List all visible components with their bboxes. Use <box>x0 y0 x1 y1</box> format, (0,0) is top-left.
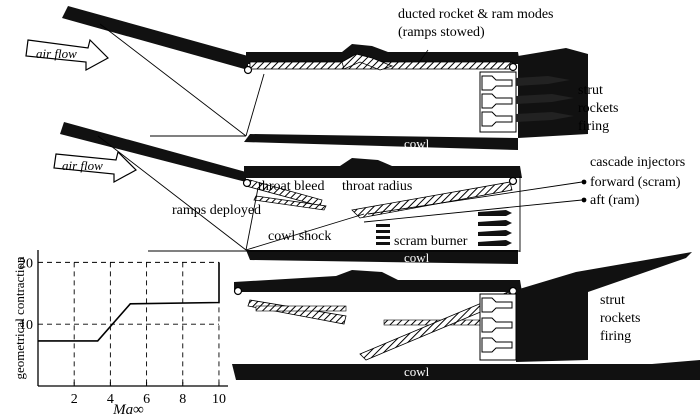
label-cascade-injectors: cascade injectors <box>590 155 685 170</box>
chart-x-tick-label: 6 <box>143 392 150 407</box>
bottom-cowl <box>232 360 700 380</box>
diagram-labels: ducted rocket & ram modes (ramps stowed)… <box>172 7 685 379</box>
label-throat-bleed: throat bleed <box>258 179 324 194</box>
label-strut-top-2: rockets <box>578 101 618 116</box>
mid-forebody <box>60 122 246 182</box>
bottom-bleed-1 <box>255 305 347 312</box>
label-scram-burner: scram burner <box>394 234 468 249</box>
chart-x-tick-label: 10 <box>212 392 226 407</box>
top-ramp-hump <box>341 53 394 71</box>
label-ducted-modes-2: (ramps stowed) <box>398 25 485 40</box>
label-ramps-deployed: ramps deployed <box>172 203 261 218</box>
mid-aft-injectors <box>478 210 512 246</box>
label-throat-radius: throat radius <box>342 179 412 194</box>
air-flow-arrow-mid: air flow <box>53 150 137 184</box>
mid-throat-bleed <box>253 195 327 211</box>
label-strut-top-1: strut <box>578 83 603 98</box>
label-strut-bot-1: strut <box>600 293 625 308</box>
mid-ramp-deployed-rear <box>351 181 513 219</box>
engine-mid <box>60 122 587 264</box>
bottom-ramp-front <box>247 299 347 325</box>
mid-upper-wall <box>244 158 522 178</box>
chart-x-tick-label: 2 <box>71 392 78 407</box>
label-strut-top-3: firing <box>578 119 609 134</box>
label-cowl-shock: cowl shock <box>268 229 331 244</box>
label-aft-ram: aft (ram) <box>590 193 640 208</box>
mid-shock-line-1 <box>97 135 247 251</box>
top-hinge-rear <box>508 62 518 72</box>
top-leader-line <box>417 49 429 65</box>
engine-top <box>62 6 588 150</box>
top-shock-line-1 <box>99 23 247 137</box>
label-cowl-bot: cowl <box>404 364 430 379</box>
top-hinge-front <box>243 65 253 75</box>
aft-injector-dot <box>581 197 587 203</box>
label-cowl-mid: cowl <box>404 250 430 265</box>
air-flow-label-top: air flow <box>36 46 77 61</box>
mid-hinge-rear <box>508 176 518 186</box>
bottom-hinge-front <box>233 286 243 296</box>
mid-shock-line-2 <box>245 187 259 251</box>
chart-y-axis-label: geometrical contraction <box>12 256 27 380</box>
chart-series-line <box>38 262 220 342</box>
bottom-upper-wall <box>234 270 522 292</box>
cowl-shock-line <box>245 213 365 251</box>
chart-x-tick-label: 4 <box>107 392 114 407</box>
bottom-rocket-nozzles <box>481 297 513 353</box>
top-shock-line-2 <box>245 73 265 137</box>
label-strut-bot-2: rockets <box>600 311 640 326</box>
top-upper-wall <box>246 44 520 64</box>
mid-cowl <box>246 250 518 264</box>
chart-y-tick-label: 10 <box>19 318 33 333</box>
top-exhaust-plumes <box>516 76 574 122</box>
cascade-leader-forward <box>367 181 583 215</box>
chart-x-axis-label: Ma∞ <box>112 402 144 418</box>
top-rocket-nozzles <box>481 75 513 127</box>
chart-x-tick-label: 8 <box>179 392 186 407</box>
bottom-hinge-rear <box>508 286 518 296</box>
chart-y-tick-label: 20 <box>19 256 33 271</box>
label-ducted-modes-1: ducted rocket & ram modes <box>398 7 554 22</box>
bottom-aft-block <box>516 252 692 362</box>
cascade-leader-aft <box>363 199 583 223</box>
engine-bottom <box>232 252 700 380</box>
label-strut-bot-3: firing <box>600 329 631 344</box>
air-flow-arrow-top: air flow <box>25 38 109 72</box>
top-forebody <box>62 6 248 70</box>
mid-scram-burner-injectors <box>376 224 390 245</box>
forward-injector-dot <box>581 179 587 185</box>
top-cowl <box>244 134 518 150</box>
mid-hinge-front <box>242 178 252 188</box>
air-flow-label-mid: air flow <box>62 158 103 173</box>
label-cowl-top: cowl <box>404 136 430 151</box>
label-forward-scram: forward (scram) <box>590 175 681 190</box>
